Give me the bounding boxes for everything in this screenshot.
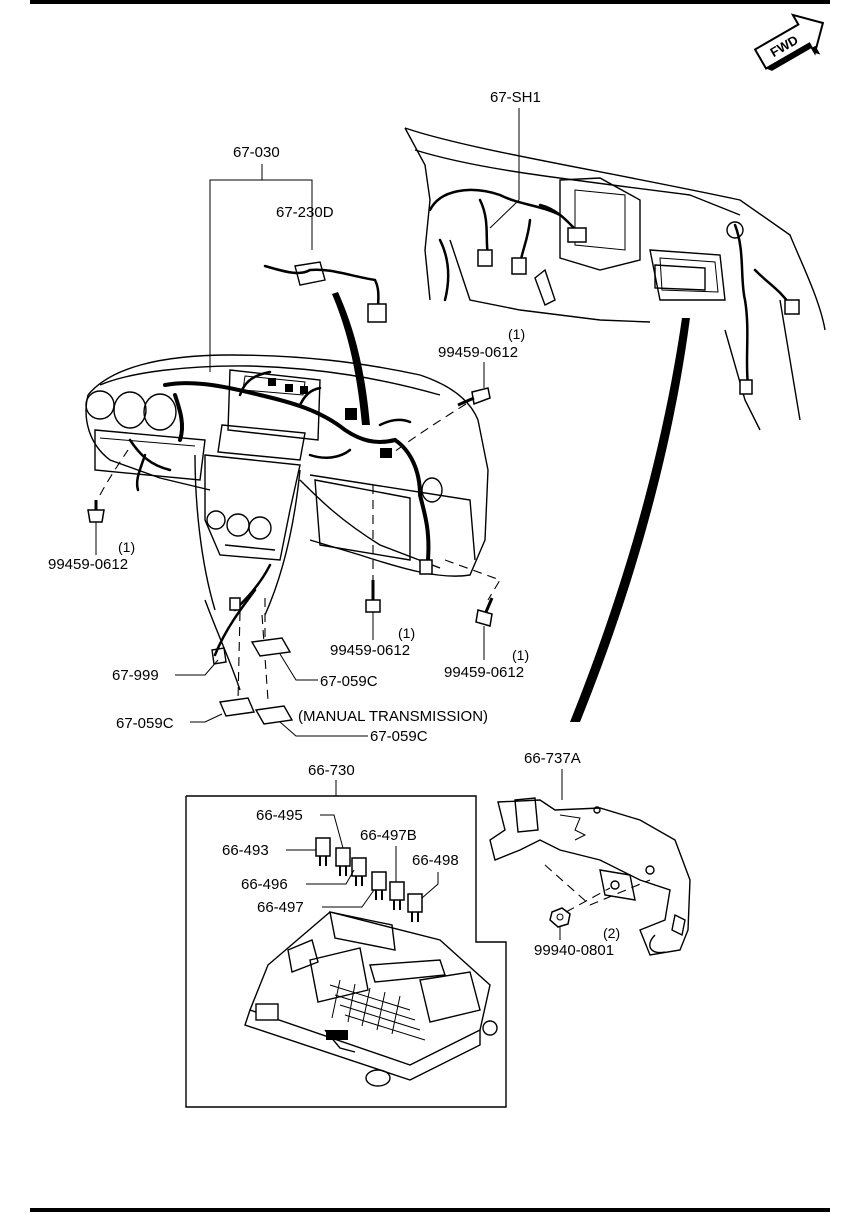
label-66-493: 66-493 [222,842,269,859]
fuse-66-495-icon [335,847,351,876]
top-border-bar [30,0,830,4]
fuse-box-assembly [244,911,498,1087]
bolt-right-icon [444,559,501,627]
detail-leader-thick [570,318,690,722]
label-pad-left: 67-059C [116,715,174,732]
label-66-737a: 66-737A [524,750,581,767]
rear-dash-detail [404,127,826,431]
label-67-sh1: 67-SH1 [490,89,541,106]
bolt-left-icon [87,449,129,523]
bolt-center-icon [365,485,381,613]
nut-qty: (2) [603,925,620,941]
label-pad-lower: 67-059C [370,728,428,745]
label-bolt-top: 99459-0612 [438,344,518,361]
label-67-999: 67-999 [112,667,159,684]
bolt-left-qty: (1) [118,539,135,555]
label-66-495: 66-495 [256,807,303,824]
fuse-66-497-icon [371,871,387,900]
label-66-730: 66-730 [308,762,355,779]
bolt-center-qty: (1) [398,625,415,641]
harness-67-230d [263,261,387,323]
detail-leader-thick-2 [332,292,370,425]
bolt-top-qty: (1) [508,326,525,342]
label-nut: 99940-0801 [534,942,614,959]
nut-99940-0801-icon [549,887,611,928]
label-66-497: 66-497 [257,899,304,916]
clip-67-999-icon [211,647,227,665]
label-bolt-right: 99459-0612 [444,664,524,681]
fuse-box-frame [185,795,507,1108]
leader-67-999 [175,659,219,676]
bracket-66-737a-icon [489,797,691,956]
pad-left-icon [218,697,256,717]
pad-lower-icon [254,705,294,725]
label-pad-upper: 67-059C [320,673,378,690]
fuse-66-496-icon [351,857,367,886]
bottom-border-bar [30,1208,830,1212]
label-bolt-center: 99459-0612 [330,642,410,659]
fuse-66-498-icon [407,893,423,922]
leader-67-030 [209,179,313,372]
label-67-030: 67-030 [233,144,280,161]
label-bolt-left: 99459-0612 [48,556,128,573]
fwd-arrow-icon: FWD [753,13,825,71]
label-66-497b: 66-497B [360,827,417,844]
fuse-66-497b-icon [389,881,405,910]
label-66-496: 66-496 [241,876,288,893]
label-manual-transmission: (MANUAL TRANSMISSION) [298,708,488,725]
bolt-top-icon [389,387,491,456]
label-67-230d: 67-230D [276,204,334,221]
label-66-498: 66-498 [412,852,459,869]
dashboard-assembly [85,354,489,691]
bolt-right-qty: (1) [512,647,529,663]
fuse-66-493-icon [315,837,331,866]
pad-upper-icon [250,637,292,657]
